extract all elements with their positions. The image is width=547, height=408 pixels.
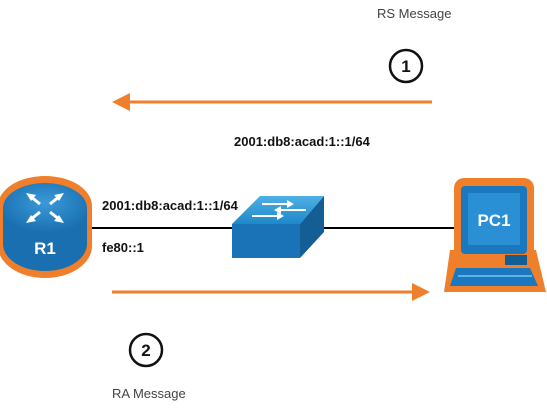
r1-global-address: 2001:db8:acad:1::1/64 xyxy=(102,198,238,213)
rs-message-label: RS Message xyxy=(377,6,452,21)
pc1-global-address: 2001:db8:acad:1::1/64 xyxy=(234,134,370,149)
step-1-number: 1 xyxy=(401,57,410,76)
router-arrows-icon xyxy=(26,193,64,223)
switch-icon xyxy=(232,196,324,258)
router-icon: R1 xyxy=(0,176,92,278)
step-2-number: 2 xyxy=(141,341,150,360)
pc-icon: PC1 xyxy=(444,178,546,292)
switch-arrows-icon xyxy=(252,200,306,220)
rs-arrow xyxy=(112,93,432,111)
step-1-badge: 1 xyxy=(388,48,424,84)
pc-label: PC1 xyxy=(477,211,510,230)
ra-arrow xyxy=(112,283,430,301)
ra-message-label: RA Message xyxy=(112,386,186,401)
step-2-badge: 2 xyxy=(128,332,164,368)
router-label: R1 xyxy=(34,239,56,258)
r1-link-local-address: fe80::1 xyxy=(102,240,144,255)
